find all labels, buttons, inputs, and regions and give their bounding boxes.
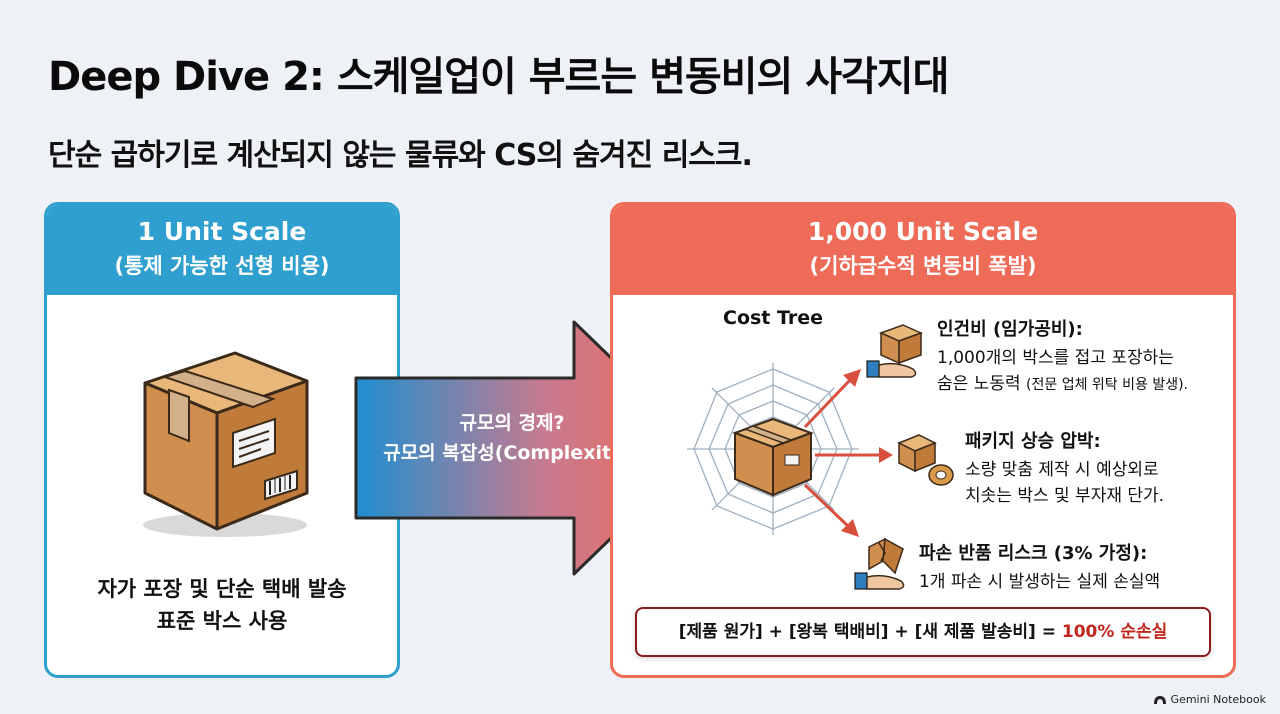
- item-labor-desc-line1: 1,000개의 박스를 접고 포장하는: [937, 348, 1174, 368]
- item-package-desc-line2: 치솟는 박스 및 부자재 단가.: [965, 486, 1165, 506]
- center-box-icon: [732, 417, 814, 497]
- left-panel-header: 1 Unit Scale (통제 가능한 선형 비용): [47, 205, 397, 295]
- arrow-label-line1: 규모의 경제?: [459, 412, 565, 434]
- item-labor-desc-line2: 숨은 노동력: [937, 374, 1021, 394]
- left-caption: 자가 포장 및 단순 택배 발송 표준 박스 사용: [47, 573, 397, 637]
- formula-result: 100% 순손실: [1061, 622, 1168, 642]
- cardboard-box-icon: [143, 351, 309, 537]
- right-panel-1000-unit: 1,000 Unit Scale (기하급수적 변동비 폭발): [610, 202, 1236, 678]
- cost-tree-label: Cost Tree: [723, 307, 824, 329]
- item-labor-title: 인건비 (임가공비):: [937, 319, 1083, 340]
- hand-box-icon: [866, 324, 924, 378]
- footer-brand: Gemini Notebook: [1153, 693, 1266, 706]
- item-labor-desc: 1,000개의 박스를 접고 포장하는 숨은 노동력 (전문 업체 위탁 비용 …: [937, 345, 1188, 398]
- broken-box-hand-icon: [854, 537, 905, 590]
- arrow-label-line2: 규모의 복잡성(Complexity)!: [383, 442, 641, 464]
- right-header-title: 1,000 Unit Scale: [807, 217, 1039, 246]
- item-labor-note: (전문 업체 위탁 비용 발생).: [1026, 377, 1188, 393]
- item-package-desc-line1: 소량 맞춤 제작 시 예상외로: [965, 460, 1159, 480]
- right-panel-header: 1,000 Unit Scale (기하급수적 변동비 폭발): [613, 205, 1233, 295]
- item-damage-title: 파손 반품 리스크 (3% 가정):: [919, 543, 1148, 564]
- left-header-title: 1 Unit Scale: [137, 217, 307, 246]
- arrow-label: 규모의 경제? 규모의 복잡성(Complexity)!: [362, 408, 662, 468]
- box-and-tape-icon: [897, 434, 954, 486]
- cost-tree-diagram: [687, 324, 954, 590]
- left-caption-line2: 표준 박스 사용: [156, 609, 288, 633]
- item-damage-desc: 1개 파손 시 발생하는 실제 손실액: [919, 572, 1161, 592]
- left-panel-1-unit: 1 Unit Scale (통제 가능한 선형 비용) 자가 포장 및 단순 택…: [44, 202, 400, 678]
- notebook-logo-icon: [1153, 695, 1166, 704]
- formula-prefix: [제품 원가] + [왕복 택배비] + [새 제품 발송비] =: [678, 622, 1062, 642]
- item-package-title: 패키지 상승 압박:: [965, 431, 1101, 452]
- left-header-subtitle: (통제 가능한 선형 비용): [114, 254, 330, 278]
- page-subtitle: 단순 곱하기로 계산되지 않는 물류와 CS의 숨겨진 리스크.: [48, 138, 753, 173]
- page-title: Deep Dive 2: 스케일업이 부르는 변동비의 사각지대: [48, 54, 949, 100]
- item-package-desc: 소량 맞춤 제작 시 예상외로 치솟는 박스 및 부자재 단가.: [965, 457, 1164, 509]
- footer-text: Gemini Notebook: [1170, 693, 1266, 706]
- left-caption-line1: 자가 포장 및 단순 택배 발송: [97, 577, 347, 601]
- loss-formula: [제품 원가] + [왕복 택배비] + [새 제품 발송비] = 100% 순…: [635, 607, 1211, 657]
- right-header-subtitle: (기하급수적 변동비 폭발): [809, 254, 1037, 278]
